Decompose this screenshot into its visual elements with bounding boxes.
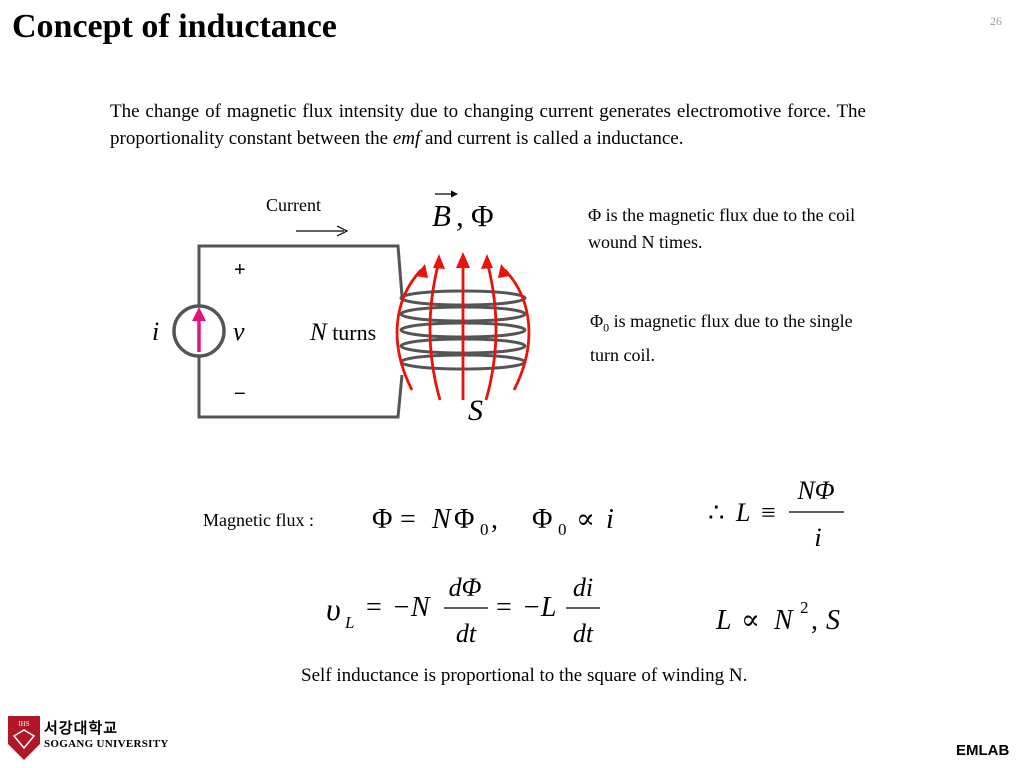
eq3-frac2-den: dt [573,619,594,648]
note-phi0-text: is magnetic flux due to the single turn … [590,311,853,365]
field-arrowhead [415,264,428,278]
field-arrowheads [415,252,511,278]
eq2-l: L [735,498,750,527]
logo-english-name: SOGANG UNIVERSITY [44,738,169,750]
field-phi-label: Φ [471,198,494,233]
intro-text-1: The change of magnetic flux intensity du… [110,101,866,149]
intro-emf: emf [392,128,421,149]
field-line-inner-left [428,264,442,401]
minus-sign: − [234,383,246,405]
field-arrowhead [498,264,511,278]
logo-korean-name: 서강대학교 [44,719,119,737]
eq3-minus-n: −N [392,592,431,623]
plus-sign: + [234,259,246,281]
field-arrowhead [433,254,445,269]
conclusion-text: Self inductance is proportional to the s… [301,665,748,686]
eq1-i: i [606,504,614,535]
footer-lab-name: EMLAB [956,742,1010,759]
current-arrow-head [336,225,349,237]
eq1-sub0: 0 [480,520,489,539]
university-seal-icon: IHS [8,716,40,760]
eq3-frac2-num: di [573,573,593,602]
vector-arrowhead [451,190,458,198]
eq3-equals1: = [366,592,382,623]
eq4-n: N [773,605,794,636]
eq1-n: N [431,504,452,535]
seal-text: IHS [18,720,29,728]
eq1-sub0b: 0 [558,520,567,539]
note-phi0-sub: 0 [603,320,610,335]
note-phi0-symbol: Φ [590,311,604,331]
field-b-label: B [432,198,451,233]
note-phi-symbol: Φ [588,205,602,225]
source-current-arrowhead [192,307,206,321]
eq2-denominator: i [814,523,821,552]
eq2-equiv: ≡ [761,498,776,527]
turns-word: turns [327,320,377,345]
intro-paragraph: The change of magnetic flux intensity du… [110,98,866,152]
voltage-label: v [233,317,245,346]
eq1-phi0: Φ [454,504,474,535]
note-phi-text: is the magnetic flux due to the coil wou… [588,205,856,252]
eq4-exp: 2 [800,598,809,617]
eq3-v: υ [326,591,341,627]
eq1-comma: , [491,504,498,535]
eq1-equals: = [400,504,416,535]
field-line-outer-left [395,269,423,391]
eq4-comma: , [811,605,818,636]
field-line-inner-right [484,264,498,401]
area-label: S [468,394,483,427]
field-arrowhead [456,252,470,268]
eq3-equals2: = [496,592,512,623]
eq4-prop: ∝ [741,605,760,636]
field-lines [395,262,531,401]
seal-shield [8,716,40,760]
field-arrowhead [481,254,493,269]
eq1-phi0b: Φ [532,504,552,535]
eq2-numerator: NΦ [796,476,834,505]
turns-n: N [309,319,328,346]
eq2-therefore: ∴ [708,498,725,527]
current-label: Current [266,195,321,215]
seal-emblem [12,729,36,750]
flux-label: Magnetic flux : [203,510,314,530]
eq3-minus-l: −L [522,592,556,623]
eq1-prop: ∝ [576,504,595,535]
field-line-outer-right [503,269,531,391]
slide-title: Concept of inductance [12,8,337,45]
note-phi: Φ is the magnetic flux due to the coil w… [588,202,868,256]
eq4-l: L [715,605,732,636]
note-phi0: Φ0 is magnetic flux due to the single tu… [590,308,880,369]
eq1-phi: Φ [372,504,392,535]
page-number: 26 [990,14,1002,28]
eq4-s: S [826,605,840,636]
turns-label: N turns [309,319,376,346]
field-sep: , [456,198,464,233]
eq3-frac1-den: dt [456,619,477,648]
intro-text-2: and current is called a inductance. [420,128,684,149]
source-current-label: i [152,317,159,346]
eq3-frac1-num: dΦ [449,573,482,602]
eq3-sub: L [344,613,354,632]
